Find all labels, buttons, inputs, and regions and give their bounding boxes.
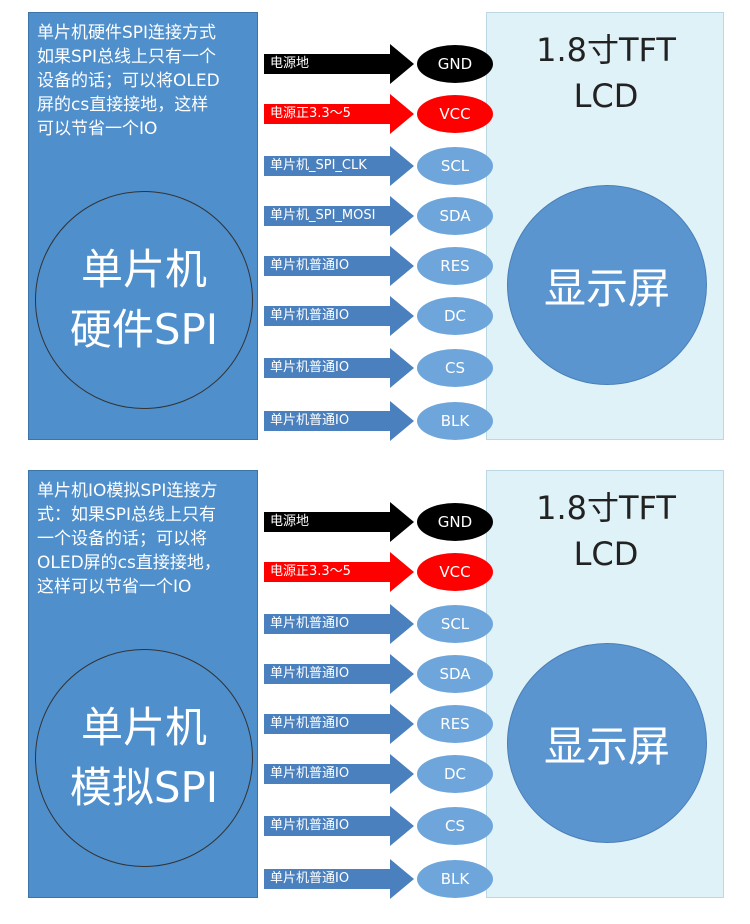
lcd-box: 1.8寸TFT LCD 显示屏 [486, 12, 724, 440]
pin-gnd: GND [417, 503, 493, 541]
pin-label: VCC [439, 563, 471, 581]
pin-label: CS [445, 359, 465, 377]
mcu-description: 单片机硬件SPI连接方式如果SPI总线上只有一个设备的话；可以将OLED 屏的cs… [37, 21, 253, 141]
mcu-box: 单片机硬件SPI连接方式如果SPI总线上只有一个设备的话；可以将OLED 屏的cs… [28, 12, 258, 440]
pin-gnd: GND [417, 45, 493, 83]
pin-label: RES [440, 715, 470, 733]
mcu-description: 单片机IO模拟SPI连接方式：如果SPI总线上只有一个设备的话；可以将 OLED屏… [37, 479, 253, 599]
connection-label: 电源正3.3～5 [270, 564, 351, 579]
pin-vcc: VCC [417, 553, 493, 591]
lcd-circle-label: 显示屏 [543, 721, 670, 771]
connection-label: 单片机普通IO [270, 766, 350, 781]
connection-label: 单片机_SPI_CLK [270, 158, 367, 173]
description-line: OLED屏的cs直接接地， [37, 553, 221, 573]
pin-label: SDA [439, 207, 471, 225]
pin-label: VCC [439, 105, 471, 123]
connection-label: 单片机普通IO [270, 616, 350, 631]
mcu-box: 单片机IO模拟SPI连接方式：如果SPI总线上只有一个设备的话；可以将 OLED屏… [28, 470, 258, 898]
lcd-title: 1.8寸TFT LCD [487, 485, 725, 577]
connection-label: 电源正3.3～5 [270, 106, 351, 121]
mcu-title-line: 单片机 [80, 703, 207, 752]
lcd-title-line: 1.8寸TFT [536, 489, 676, 527]
connection-label: 单片机普通IO [270, 818, 350, 833]
description-line: 单片机IO模拟SPI连接方 [37, 481, 218, 501]
pin-label: SCL [440, 157, 470, 175]
lcd-title-line: 1.8寸TFT [536, 31, 676, 69]
mcu-circle: 单片机模拟SPI [35, 649, 253, 867]
description-line: 单片机硬件SPI连接方式 [37, 23, 217, 43]
description-line: 这样可以节省一个IO [37, 577, 192, 597]
pin-label: GND [437, 55, 473, 73]
connection-label: 电源地 [270, 56, 310, 71]
pin-scl: SCL [417, 605, 493, 643]
pin-cs: CS [417, 349, 493, 387]
pin-blk: BLK [417, 402, 493, 440]
description-line: 设备的话；可以将OLED [37, 71, 220, 91]
pin-cs: CS [417, 807, 493, 845]
lcd-box: 1.8寸TFT LCD 显示屏 [486, 470, 724, 898]
description-line: 式：如果SPI总线上只有 [37, 505, 217, 525]
connection-label: 电源地 [270, 514, 310, 529]
description-line: 屏的cs直接接地，这样 [37, 95, 209, 115]
pin-res: RES [417, 705, 493, 743]
pin-dc: DC [417, 755, 493, 793]
connection-label: 单片机普通IO [270, 258, 350, 273]
mcu-title-line: 硬件SPI [69, 305, 219, 354]
pin-vcc: VCC [417, 95, 493, 133]
lcd-circle-label: 显示屏 [543, 263, 670, 313]
mcu-title-line: 模拟SPI [69, 763, 219, 812]
mcu-circle: 单片机硬件SPI [35, 191, 253, 409]
connection-label: 单片机普通IO [270, 666, 350, 681]
lcd-title: 1.8寸TFT LCD [487, 27, 725, 119]
pin-res: RES [417, 247, 493, 285]
connection-label: 单片机_SPI_MOSI [270, 208, 376, 223]
lcd-title-line: LCD [573, 535, 639, 573]
pin-label: DC [443, 765, 467, 783]
diagram-panel: 单片机IO模拟SPI连接方式：如果SPI总线上只有一个设备的话；可以将 OLED屏… [0, 458, 750, 899]
lcd-circle: 显示屏 [507, 185, 707, 385]
pin-label: RES [440, 257, 470, 275]
connection-label: 单片机普通IO [270, 308, 350, 323]
pin-label: CS [445, 817, 465, 835]
description-line: 一个设备的话；可以将 [37, 529, 207, 549]
pin-dc: DC [417, 297, 493, 335]
pin-blk: BLK [417, 860, 493, 898]
mcu-title-line: 单片机 [80, 245, 207, 294]
pin-label: GND [437, 513, 473, 531]
connection-label: 单片机普通IO [270, 360, 350, 375]
lcd-circle: 显示屏 [507, 643, 707, 843]
diagram-panel: 单片机硬件SPI连接方式如果SPI总线上只有一个设备的话；可以将OLED 屏的cs… [0, 0, 750, 441]
pin-label: BLK [440, 412, 470, 430]
description-line: 如果SPI总线上只有一个 [37, 47, 217, 67]
pin-label: BLK [440, 870, 470, 888]
pin-scl: SCL [417, 147, 493, 185]
pin-label: SDA [439, 665, 471, 683]
pin-label: SCL [440, 615, 470, 633]
pin-sda: SDA [417, 655, 493, 693]
connection-label: 单片机普通IO [270, 871, 350, 886]
lcd-title-line: LCD [573, 77, 639, 115]
connection-label: 单片机普通IO [270, 716, 350, 731]
description-line: 可以节省一个IO [37, 119, 158, 139]
connection-label: 单片机普通IO [270, 413, 350, 428]
pin-label: DC [443, 307, 467, 325]
pin-sda: SDA [417, 197, 493, 235]
